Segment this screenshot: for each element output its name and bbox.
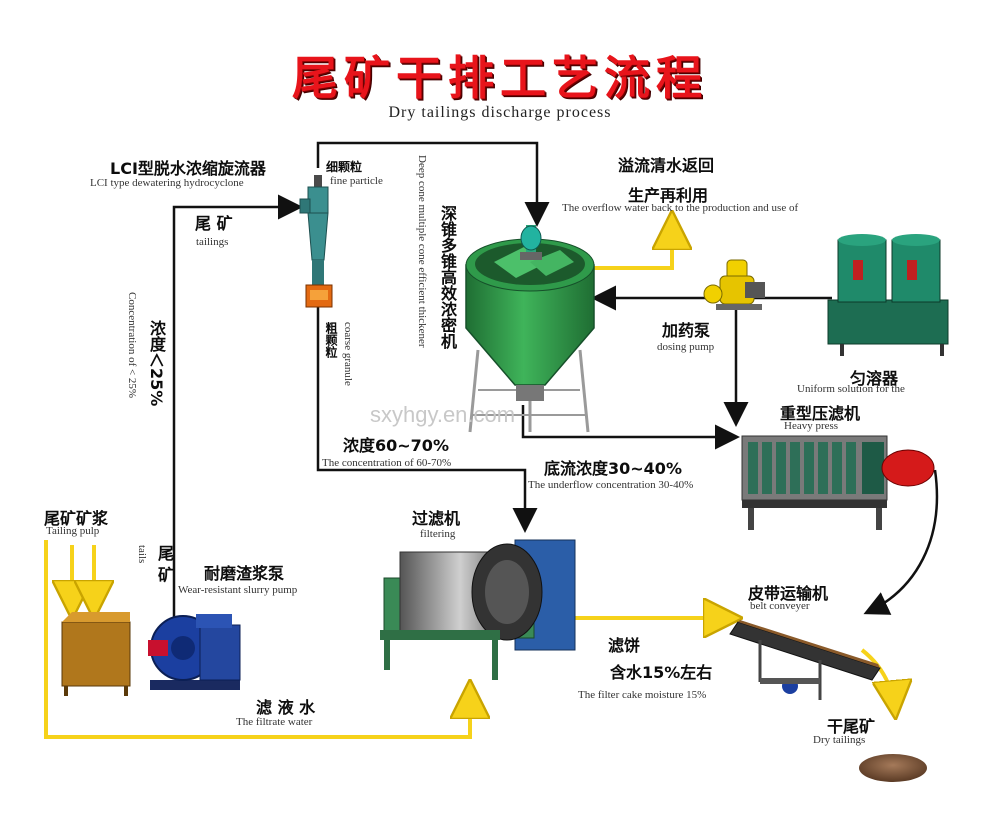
dosing-pump-label-en: dosing pump [657, 341, 715, 353]
conc-lt25-label-cn: 浓度＜25% [147, 320, 166, 407]
tailings-top-label-en: tailings [196, 236, 229, 248]
overflow-label-cn-1: 溢流清水返回 [618, 156, 715, 175]
filtrate-label-en: The filtrate water [236, 716, 313, 728]
hydrocyclone-label-cn: LCI型脱水浓缩旋流器 [110, 159, 266, 178]
cake-label-cn-2: 含水15%左右 [610, 663, 713, 682]
slurry-pump-label-cn: 耐磨渣浆泵 [204, 564, 285, 583]
flow-underflow-to-press [521, 405, 740, 450]
conveyor-label-cn: 皮带运输机 [748, 584, 829, 603]
overflow-label-en: The overflow water back to the productio… [562, 202, 799, 214]
conc-6070-label-cn: 浓度60~70% [343, 436, 449, 455]
dry-tailings-label-en: Dry tailings [813, 734, 866, 746]
flow-fine-to-thickener [316, 141, 550, 227]
mixing-tanks [827, 234, 949, 356]
overflow-label-cn-2: 生产再利用 [628, 186, 709, 205]
filter-label-cn: 过滤机 [412, 509, 461, 528]
dry-tailings-label-cn: 干尾矿 [827, 717, 876, 736]
hydrocyclone-label-en: LCI type dewatering hydrocyclone [90, 177, 244, 189]
press-label-cn: 重型压滤机 [780, 404, 861, 423]
dosing-pump-label-cn: 加药泵 [662, 321, 711, 340]
filter-press [741, 435, 935, 530]
dosing-pump [703, 259, 765, 310]
conc-6070-label-en: The concentration of 60-70% [322, 457, 452, 469]
conc-lt25-label-en: Concentration of < 25% [126, 292, 138, 399]
press-label-en: Heavy press [784, 420, 839, 432]
fine-particle-label-en: fine particle [330, 175, 383, 187]
tailings-top-label-cn: 尾 矿 [195, 214, 233, 233]
cake-label-en: The filter cake moisture 15% [578, 689, 707, 701]
flow-press-to-conveyor [863, 469, 939, 615]
coarse-label-en: coarse granule [342, 322, 354, 386]
drum-filter [380, 539, 576, 680]
filter-label-en: filtering [420, 528, 456, 540]
uniform-label-cn: 匀溶器 [850, 369, 899, 388]
tailing-tank [61, 612, 131, 696]
filtrate-label-cn: 滤 液 水 [256, 698, 316, 717]
conveyor-label-en: belt conveyer [750, 600, 810, 612]
watermark: sxyhgy.en.com [370, 402, 516, 427]
thickener [465, 225, 595, 433]
tails-label-en: tails [136, 545, 148, 564]
cake-label-cn-1: 滤饼 [608, 636, 641, 655]
uniform-label-en: Uniform solution for the [797, 383, 905, 395]
underflow-label-en: The underflow concentration 30-40% [528, 479, 694, 491]
dry-tailings-pile [859, 754, 927, 782]
thickener-label-cn: 深锥多锥高效浓密机 [438, 205, 457, 349]
flow-tailings-to-cyclone [172, 194, 303, 625]
belt-conveyor [729, 620, 881, 700]
coarse-label-cn: 粗颗粒 [324, 322, 338, 358]
slurry-pump-label-en: Wear-resistant slurry pump [178, 584, 298, 596]
thickener-label-en: Deep cone multiple cone efficient thicke… [416, 155, 428, 348]
slurry-pump [148, 614, 241, 690]
hydrocyclone [299, 175, 333, 308]
flow-conveyor-to-dry [860, 648, 895, 712]
tails-label-cn: 尾 矿 [155, 545, 174, 583]
page-title: 尾矿干排工艺流程 [292, 51, 708, 105]
flow-filtrate-return [44, 540, 470, 739]
page-subtitle: Dry tailings discharge process [388, 104, 612, 121]
flow-coarse-to-filter [316, 305, 538, 533]
pulp-label-cn: 尾矿矿浆 [44, 509, 109, 528]
pulp-label-en: Tailing pulp [46, 525, 100, 537]
flow-overflow-return [592, 218, 672, 270]
underflow-label-cn: 底流浓度30~40% [544, 459, 682, 478]
fine-particle-label-cn: 细颗粒 [326, 160, 363, 174]
